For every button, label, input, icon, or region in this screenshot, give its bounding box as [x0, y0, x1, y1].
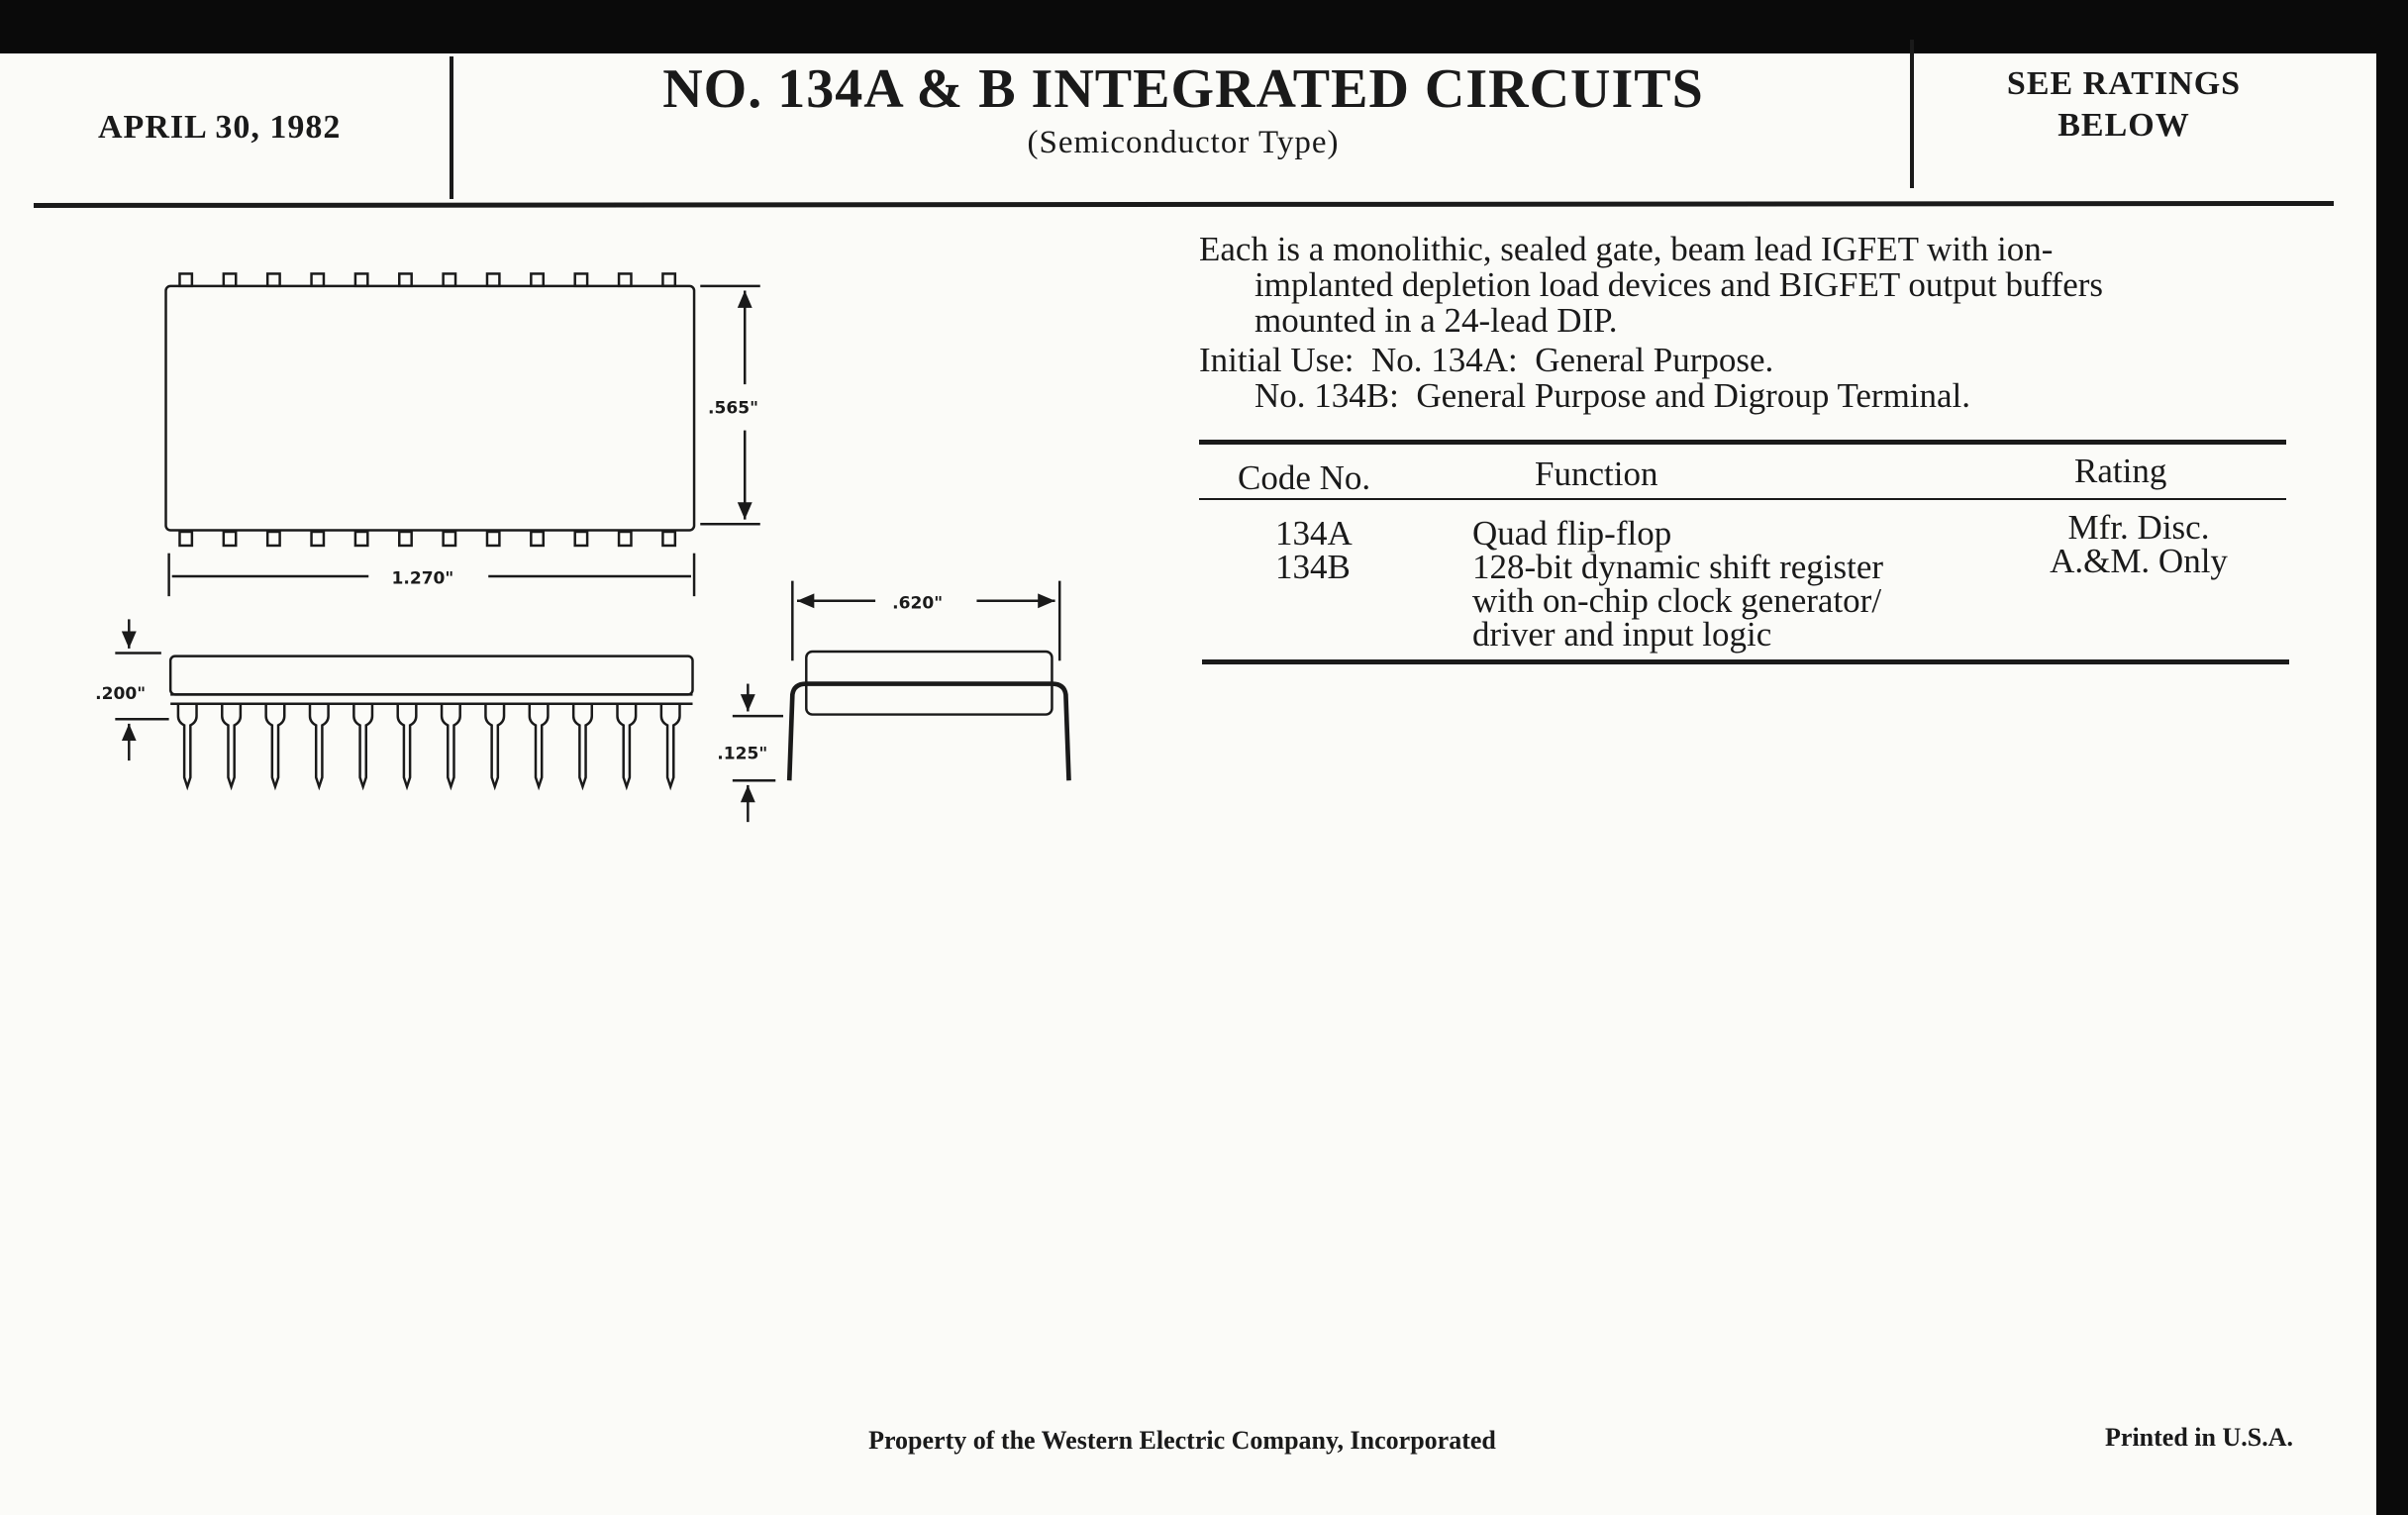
code-134a: 134A	[1275, 514, 1353, 553]
lead	[396, 703, 418, 791]
header-divider-left	[450, 56, 453, 199]
top-pin	[310, 272, 326, 288]
footer-printed: Printed in U.S.A.	[2105, 1423, 2293, 1452]
description-line: Each is a monolithic, sealed gate, beam …	[1199, 230, 2054, 268]
top-pin	[265, 272, 281, 288]
lead	[221, 703, 243, 791]
dim-length-label: 1.270"	[392, 569, 454, 589]
top-pin	[442, 272, 457, 288]
function-line: with on-chip clock generator/	[1472, 581, 1882, 620]
function-cell: Quad flip-flop 128-bit dynamic shift reg…	[1472, 514, 1884, 654]
bottom-pin	[353, 530, 369, 548]
top-pin	[530, 272, 545, 288]
lead	[659, 703, 681, 791]
table-header-rule	[1199, 498, 2286, 500]
column-header-function: Function	[1535, 454, 1658, 493]
function-line: Quad flip-flop	[1472, 514, 1672, 553]
bottom-pin	[485, 530, 501, 548]
bottom-pin	[617, 530, 633, 548]
code-cell: 134A 134B	[1275, 514, 1353, 586]
top-view-body	[164, 284, 696, 532]
lead	[484, 703, 506, 791]
rating-line: A.&M. Only	[2050, 542, 2228, 580]
top-pin	[398, 272, 413, 288]
column-header-rating: Rating	[2074, 452, 2167, 490]
lead	[616, 703, 638, 791]
function-line: driver and input logic	[1472, 615, 1772, 654]
lead	[440, 703, 461, 791]
lead	[352, 703, 374, 791]
bottom-pin	[398, 530, 413, 548]
bottom-pin	[310, 530, 326, 548]
table-bottom-rule	[1202, 659, 2289, 664]
ratings-note-line: BELOW	[2057, 107, 2190, 144]
top-pin	[222, 272, 238, 288]
bottom-pin	[573, 530, 589, 548]
top-pin	[661, 272, 677, 288]
page-subtitle: (Semiconductor Type)	[1027, 125, 1340, 160]
issue-date: APRIL 30, 1982	[98, 109, 342, 146]
lead	[571, 703, 594, 791]
code-134b: 134B	[1275, 548, 1351, 586]
bottom-pin	[265, 530, 281, 548]
initial-use-line: Initial Use: No. 134A: General Purpose.	[1199, 341, 1774, 379]
data-sheet-card	[0, 53, 2376, 1515]
side-view-body	[168, 655, 694, 696]
bottom-pin	[530, 530, 545, 548]
dim-width-label: .620"	[892, 594, 943, 614]
footer-property: Property of the Western Electric Company…	[868, 1426, 1496, 1455]
dim-seated-height-label: .200"	[95, 684, 146, 704]
top-pin	[353, 272, 369, 288]
top-pin	[617, 272, 633, 288]
ratings-note: SEE RATINGS BELOW	[1916, 63, 2332, 147]
rating-line: Mfr. Disc.	[2067, 508, 2210, 547]
column-header-code: Code No.	[1238, 458, 1371, 497]
lead	[528, 703, 550, 791]
top-pin	[573, 272, 589, 288]
bottom-pin	[178, 530, 194, 548]
description-line: mounted in a 24-lead DIP.	[1254, 301, 1618, 340]
description-line: implanted depletion load devices and BIG…	[1254, 265, 2104, 304]
rating-cell: Mfr. Disc. A.&M. Only	[2040, 508, 2238, 580]
header-divider-right	[1910, 40, 1914, 188]
page-title: NO. 134A & B INTEGRATED CIRCUITS	[662, 58, 1704, 120]
lead	[308, 703, 330, 791]
lead	[264, 703, 286, 791]
initial-use-line: No. 134B: General Purpose and Digroup Te…	[1254, 376, 1971, 415]
bottom-pin	[661, 530, 677, 548]
dim-lead-length-label: .125"	[717, 745, 767, 764]
table-top-rule	[1199, 440, 2286, 445]
lead	[176, 703, 198, 791]
top-pin	[178, 272, 194, 288]
ratings-note-line: SEE RATINGS	[2006, 65, 2242, 102]
description: Each is a monolithic, sealed gate, beam …	[1199, 232, 2288, 414]
function-line: 128-bit dynamic shift register	[1472, 548, 1884, 586]
top-pin	[485, 272, 501, 288]
dim-height-label: .565"	[708, 399, 758, 419]
bottom-pin	[222, 530, 238, 548]
bottom-pin	[442, 530, 457, 548]
